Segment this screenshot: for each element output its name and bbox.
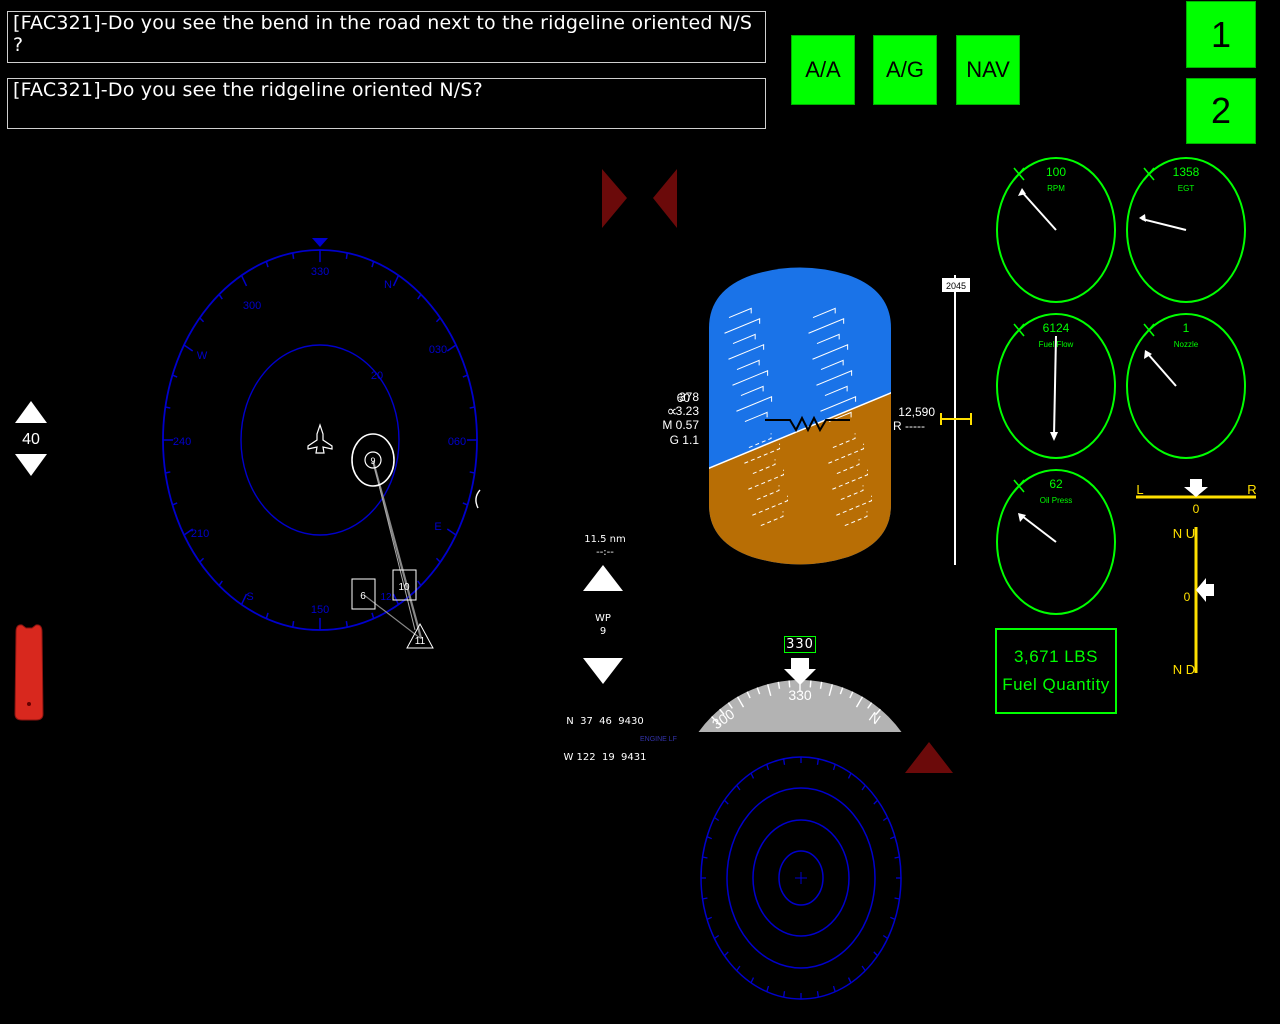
map-label-330: 330 xyxy=(311,266,329,278)
nozzle-gauge: 1 Nozzle xyxy=(1126,313,1246,459)
waypoint-distance: 11.5 nm xyxy=(584,534,626,545)
map-label-060: 060 xyxy=(448,436,466,448)
oil-press-value: 62 xyxy=(1049,477,1063,491)
pitch-label: 60 xyxy=(677,391,691,405)
vsi-value: 2045 xyxy=(946,281,966,291)
waypoint-6[interactable] xyxy=(351,578,376,610)
g-load-value: G 1.1 xyxy=(670,433,700,447)
radar-altitude-value: R ----- xyxy=(893,419,925,433)
range-control: 40 xyxy=(15,401,47,476)
waypoint-12-label: 12 xyxy=(380,592,392,603)
egt-value: 1358 xyxy=(1173,165,1200,179)
waypoint-wp-label: WP xyxy=(595,613,611,624)
rpm-value: 100 xyxy=(1046,165,1066,179)
altitude-value: 12,590 xyxy=(898,405,935,419)
map-range-ring-label: 20 xyxy=(371,370,383,382)
page-1-button[interactable]: 1 xyxy=(1186,1,1256,68)
egt-gauge: 1358 EGT xyxy=(1126,157,1246,303)
bearing-pointers-icon xyxy=(602,169,677,228)
pitch-trim-pointer-icon xyxy=(1196,578,1214,602)
coordinates-readout: N 37 46 9430 W 122 19 9431 xyxy=(560,692,650,776)
map-label-210: 210 xyxy=(191,528,209,540)
roll-trim-pointer-icon xyxy=(1184,479,1208,497)
range-down-button[interactable] xyxy=(15,454,47,476)
aircraft-reference-symbol xyxy=(765,415,850,433)
pitch-trim-nose-down-label: N D xyxy=(1173,662,1195,677)
page-2-button[interactable]: 2 xyxy=(1186,78,1256,144)
alpha-value: 3.23 xyxy=(676,404,700,418)
message-text-1: [FAC321]-Do you see the bend in the road… xyxy=(13,12,753,56)
control-stick-icon[interactable] xyxy=(12,622,46,722)
heading-readout: 330 xyxy=(784,636,816,653)
waypoint-prev-button[interactable] xyxy=(582,656,626,686)
map-label-e: E xyxy=(434,521,441,533)
aa-mode-button[interactable]: A/A xyxy=(791,35,855,105)
roll-trim-zero-label: 0 xyxy=(1193,502,1200,516)
tactical-map[interactable]: 330 N 030 060 E 150 S 210 240 W 300 20 9… xyxy=(150,230,490,660)
pitch-trim-zero-label: 0 xyxy=(1184,590,1191,604)
threat-ring[interactable] xyxy=(351,433,395,487)
map-heading-marker xyxy=(312,238,328,247)
mach-value: M 0.57 xyxy=(662,418,699,432)
waypoint-11-label: 11 xyxy=(415,636,426,647)
roll-trim-right-label: R xyxy=(1247,482,1256,497)
fuel-flow-gauge: 6124 Fuel Flow xyxy=(996,313,1116,459)
rpm-gauge: 100 RPM xyxy=(996,157,1116,303)
fuel-quantity-display: 3,671 LBS Fuel Quantity xyxy=(995,628,1117,714)
route-line xyxy=(371,460,423,639)
nozzle-label: Nozzle xyxy=(1174,340,1199,349)
threat-label: 9 xyxy=(370,456,375,466)
waypoint-indicator: WP 9 xyxy=(580,612,626,638)
map-label-n: N xyxy=(384,279,392,291)
waypoint-11[interactable] xyxy=(406,622,434,649)
rpm-label: RPM xyxy=(1047,184,1065,193)
pitch-trim-nose-up-label: N U xyxy=(1173,526,1195,541)
map-label-w: W xyxy=(197,350,208,362)
range-up-button[interactable] xyxy=(15,401,47,423)
waypoint-10[interactable] xyxy=(392,569,417,601)
heading-label-330: 330 xyxy=(788,687,812,703)
roll-trim-left-label: L xyxy=(1136,482,1143,497)
latitude: N 37 46 9430 xyxy=(566,716,644,727)
waypoint-6-label: 6 xyxy=(360,591,366,602)
ownship-aircraft-icon xyxy=(307,423,333,454)
alpha-icon: ∝ xyxy=(667,403,678,420)
heading-pointer-icon xyxy=(784,658,816,685)
map-label-030: 030 xyxy=(429,344,447,356)
longitude: W 122 19 9431 xyxy=(563,752,647,763)
message-line-2: [FAC321]-Do you see the ridgeline orient… xyxy=(7,78,766,129)
range-value: 40 xyxy=(22,431,40,448)
map-label-s: S xyxy=(246,591,253,603)
fuel-quantity-label: Fuel Quantity xyxy=(1002,675,1110,694)
message-line-1: [FAC321]-Do you see the bend in the road… xyxy=(7,11,766,63)
nozzle-value: 1 xyxy=(1183,321,1190,335)
map-label-150: 150 xyxy=(311,604,329,616)
fuel-flow-value: 6124 xyxy=(1043,321,1070,335)
egt-label: EGT xyxy=(1178,184,1195,193)
ag-mode-button[interactable]: A/G xyxy=(873,35,937,105)
fuel-quantity-value: 3,671 LBS xyxy=(1014,647,1098,666)
radar-scope[interactable] xyxy=(695,752,907,1004)
waypoint-next-button[interactable] xyxy=(582,563,626,593)
waypoint-nav-panel: 11.5 nm --:-- xyxy=(570,533,640,559)
heading-small-text: ENGINE LF xyxy=(640,736,677,743)
waypoint-time: --:-- xyxy=(596,547,614,558)
warning-triangle-icon xyxy=(905,742,953,773)
map-label-300: 300 xyxy=(243,300,261,312)
message-text-2: [FAC321]-Do you see the ridgeline orient… xyxy=(13,79,483,101)
waypoint-number: 9 xyxy=(599,626,607,637)
waypoint-10-label: 10 xyxy=(398,582,410,593)
attitude-indicator: 60 378 ∝ 3.23 M 0.57 G 1.1 12,590 R ----… xyxy=(662,267,972,565)
oil-press-gauge: 62 Oil Press xyxy=(996,469,1116,615)
trim-indicators: L R 0 N U 0 N D xyxy=(1136,479,1257,677)
map-label-240: 240 xyxy=(173,436,191,448)
engine-gauges: 100 RPM 1358 EGT 6124 Fuel Flow 1 Nozzle… xyxy=(996,157,1246,615)
oil-press-label: Oil Press xyxy=(1040,496,1072,505)
nav-mode-button[interactable]: NAV xyxy=(956,35,1020,105)
airspeed-value: 378 xyxy=(679,390,699,404)
heading-scale: 330 300 N ENGINE LF xyxy=(640,658,902,743)
